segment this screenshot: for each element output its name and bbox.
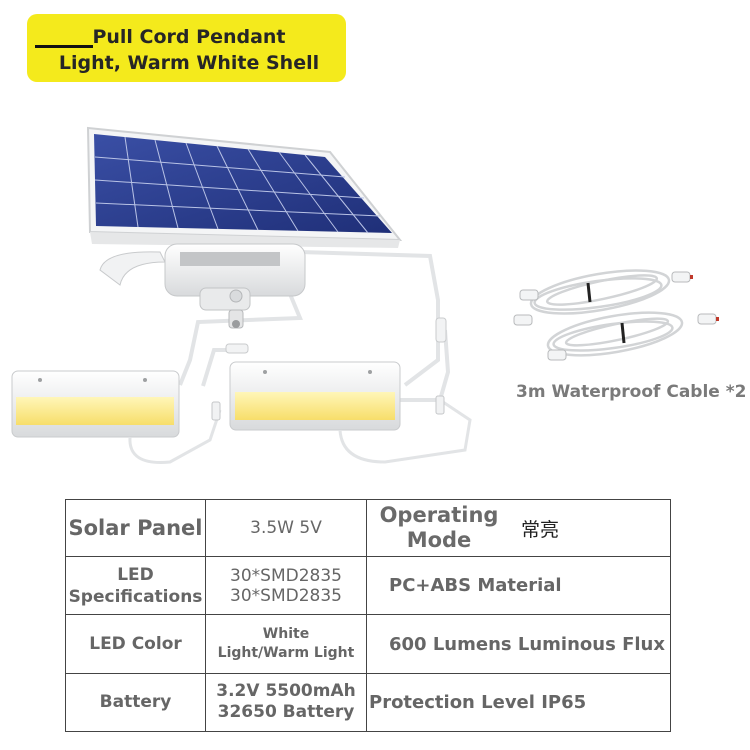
table-row: Battery 3.2V 5500mAh 32650 Battery Prote… — [65, 672, 671, 733]
title-badge — [27, 14, 346, 82]
title-line-2: Light, Warm White Shell — [58, 52, 320, 74]
product-illustration — [11, 126, 719, 464]
battery-value-line-2: 32650 Battery — [217, 702, 355, 723]
left-pendant-lamp — [11, 370, 222, 464]
luminous-flux-value: 600 Lumens Luminous Flux — [366, 614, 671, 674]
cable-caption: 3m Waterproof Cable *2 — [516, 382, 747, 402]
operating-mode-label: Operating Mode — [379, 503, 499, 553]
led-spec-label: LED Specifications — [65, 556, 206, 616]
battery-label: Battery — [65, 672, 206, 733]
table-row: LED Specifications 30*SMD2835 30*SMD2835… — [65, 556, 671, 616]
material-value: PC+ABS Material — [366, 556, 671, 616]
solar-panel-label: Solar Panel — [65, 498, 206, 558]
right-pendant-lamp — [229, 361, 472, 464]
plug-markers — [690, 275, 719, 321]
battery-value: 3.2V 5500mAh 32650 Battery — [205, 672, 367, 733]
table-row: Solar Panel 3.5W 5V Operating Mode 常亮 — [65, 498, 671, 558]
led-spec-value-line-2: 30*SMD2835 — [230, 585, 342, 606]
led-color-value-line-1: White — [262, 626, 310, 643]
operating-mode-label-line-1: Operating — [379, 503, 499, 528]
led-color-value-line-2: Light/Warm Light — [217, 645, 355, 662]
solar-panel-value: 3.5W 5V — [205, 498, 367, 558]
operating-mode-value: 常亮 — [521, 518, 560, 541]
led-color-value: White Light/Warm Light — [205, 614, 367, 674]
protection-level-value: Protection Level IP65 — [366, 672, 671, 733]
spec-table: Solar Panel 3.5W 5V Operating Mode 常亮 LE… — [65, 498, 671, 733]
cable-connectors — [225, 317, 447, 354]
led-spec-label-line-1: LED — [117, 564, 154, 585]
title-line-1: Pull Cord Pendant — [92, 26, 286, 48]
operating-mode-cell: Operating Mode 常亮 — [366, 498, 671, 558]
product-title: Pull Cord Pendant Light, Warm White Shel… — [34, 24, 344, 76]
table-row: LED Color White Light/Warm Light 600 Lum… — [65, 614, 671, 674]
solar-panel — [86, 126, 403, 248]
led-color-label: LED Color — [65, 614, 206, 674]
cable-ties — [586, 282, 626, 344]
led-spec-value-line-1: 30*SMD2835 — [230, 565, 342, 586]
led-spec-value: 30*SMD2835 30*SMD2835 — [205, 556, 367, 616]
battery-value-line-1: 3.2V 5500mAh — [216, 681, 356, 702]
title-underline — [35, 45, 93, 48]
waterproof-cable-coils — [529, 269, 684, 357]
operating-mode-label-line-2: Mode — [406, 528, 472, 553]
mounting-bracket — [99, 243, 306, 329]
led-spec-label-line-2: Specifications — [68, 586, 203, 607]
